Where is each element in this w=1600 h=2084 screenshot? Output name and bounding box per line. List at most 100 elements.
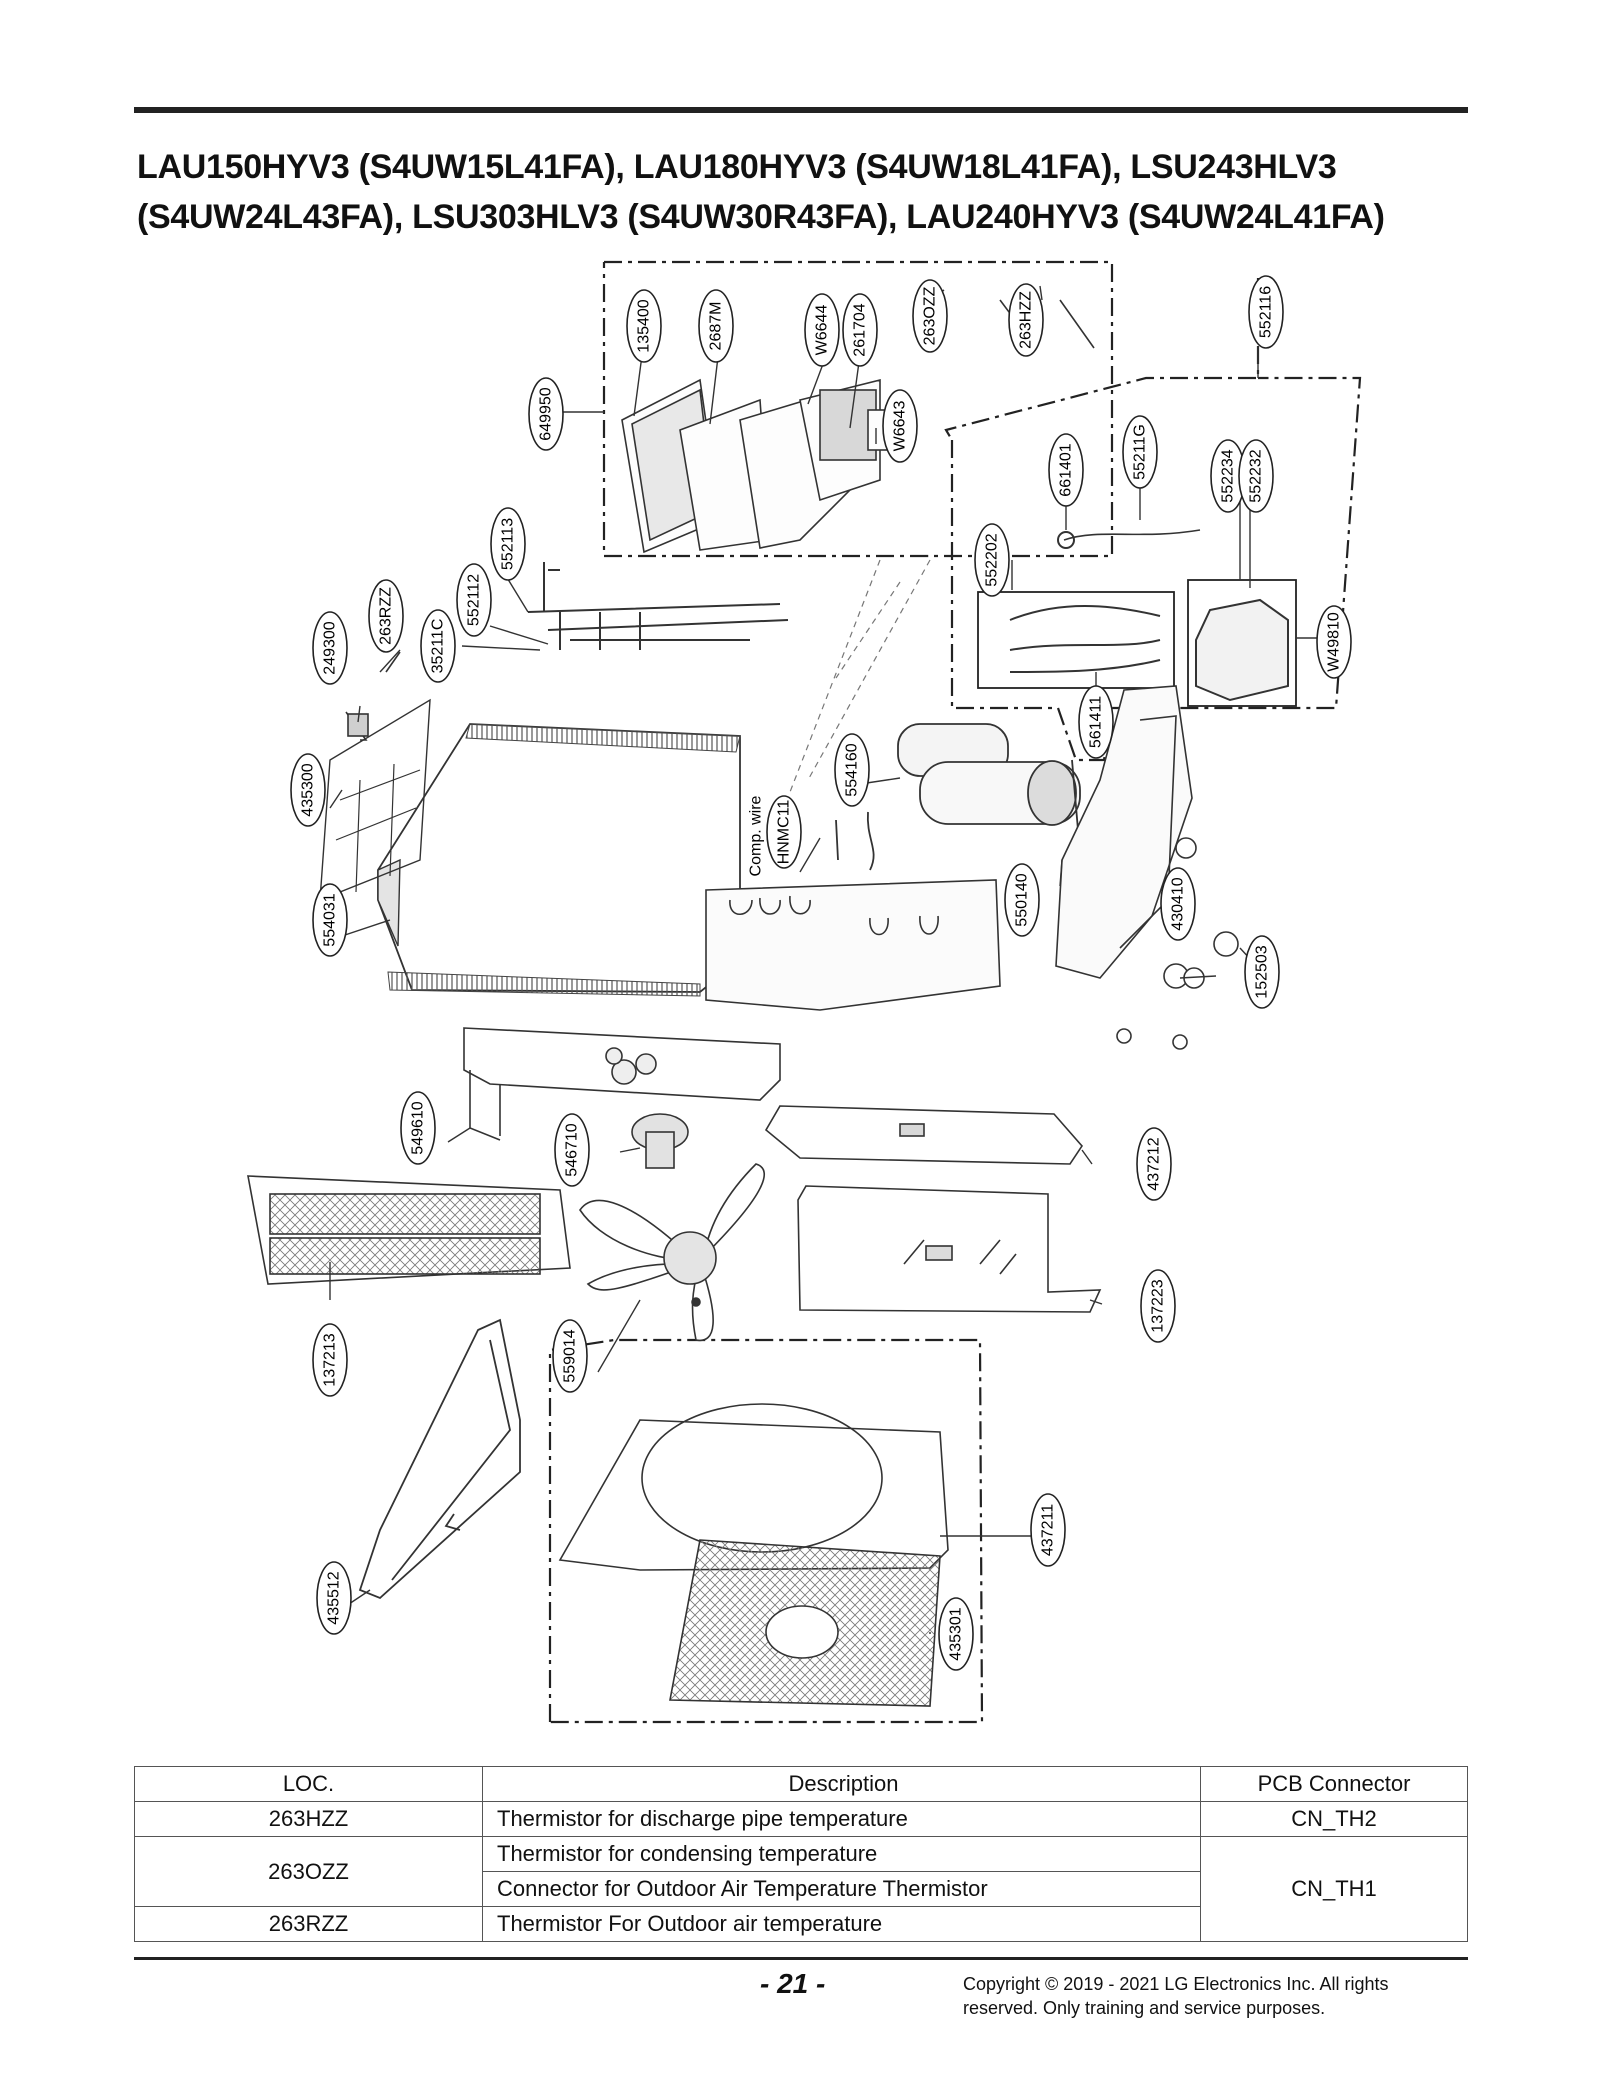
table-row: 263HZZ Thermistor for discharge pipe tem… [134,1801,1468,1837]
cell-description: Thermistor for discharge pipe temperatur… [482,1801,1201,1837]
svg-text:35211C: 35211C [430,619,447,674]
part-labels: 135400 2687M W6644 261704 263OZZ 263HZZ … [290,275,1352,1671]
leader-dashes [789,559,931,793]
label-552112: 552112 [456,563,492,637]
label-554160: 554160 [834,733,870,807]
title-line-1: LAU150HYV3 (S4UW15L41FA), LAU180HYV3 (S4… [137,148,1337,186]
sub-boxes [977,579,1297,707]
table-row: Connector for Outdoor Air Temperature Th… [135,1871,1468,1907]
svg-text:263OZZ: 263OZZ [922,286,939,345]
label-35211C: 35211C [420,609,456,683]
cell-loc: 263OZZ [134,1836,483,1907]
svg-text:135400: 135400 [636,299,653,352]
svg-text:561411: 561411 [1088,696,1105,748]
dash-boundaries [548,260,1362,1724]
svg-text:430410: 430410 [1170,877,1187,930]
label-554031: 554031 [312,883,348,957]
svg-text:263HZZ: 263HZZ [1018,291,1035,349]
svg-text:Comp. wire: Comp. wire [748,795,765,876]
svg-text:437211: 437211 [1040,1504,1057,1556]
svg-text:549610: 549610 [410,1101,427,1154]
cell-description: Thermistor for condensing temperature [482,1836,1201,1872]
label-552234: 552234 [1210,439,1246,513]
cell-loc: 263HZZ [134,1801,483,1837]
label-552116: 552116 [1248,275,1284,349]
bottom-rule [134,1957,1468,1960]
side-panel-board [1055,685,1239,1050]
svg-text:435512: 435512 [326,1571,343,1624]
label-152503: 152503 [1244,935,1280,1009]
svg-text:554160: 554160 [844,743,861,796]
side-door-panel [358,1318,521,1600]
control-box-parts [621,289,1095,554]
svg-text:552112: 552112 [466,574,483,626]
label-552202: 552202 [974,523,1010,597]
svg-text:552202: 552202 [984,533,1001,586]
copyright-line-1: Copyright © 2019 - 2021 LG Electronics I… [963,1974,1389,1994]
svg-text:559014: 559014 [562,1329,579,1382]
label-W6643: W6643 [882,389,918,463]
thermistor-connector-table: LOC. Description PCB Connector 263HZZ Th… [134,1766,1468,1942]
label-546710: 546710 [554,1113,590,1187]
cell-description: Connector for Outdoor Air Temperature Th… [482,1871,1201,1907]
label-HNMC11: HNMC11 [766,795,802,869]
label-552113: 552113 [490,507,526,581]
label-559014: 559014 [552,1319,588,1393]
header-description: Description [482,1766,1201,1802]
svg-text:2687M: 2687M [708,302,725,351]
propeller-fan [579,1163,765,1342]
svg-text:435301: 435301 [948,1607,965,1660]
label-W49810: W49810 [1316,605,1352,679]
svg-text:W6643: W6643 [892,401,909,452]
compressor-assembly [835,723,1081,871]
cell-pcb: CN_TH2 [1200,1801,1468,1837]
label-437211: 437211 [1030,1493,1066,1567]
table-row: 263RZZ Thermistor For Outdoor air temper… [134,1906,1468,1942]
title-line-2: (S4UW24L43FA), LSU303HLV3 (S4UW30R43FA),… [137,198,1385,236]
svg-text:546710: 546710 [564,1123,581,1176]
svg-text:552234: 552234 [1220,449,1237,502]
label-550140: 550140 [1004,863,1040,937]
cell-loc: 263RZZ [134,1906,483,1942]
table-header-row: LOC. Description PCB Connector [134,1766,1468,1802]
svg-text:W6644: W6644 [814,305,831,356]
svg-text:152503: 152503 [1254,945,1271,998]
condenser-coil [319,698,741,997]
svg-text:552116: 552116 [1258,286,1275,338]
piping-parts [527,529,1289,702]
svg-text:W49810: W49810 [1326,612,1343,672]
page-number: - 21 - [760,1968,826,1999]
exploded-view-diagram: 135400 2687M W6644 261704 263OZZ 263HZZ … [247,260,1362,1724]
copyright-line-2: reserved. Only training and service purp… [963,1998,1326,2018]
label-55211G: 55211G [1122,415,1158,489]
header-pcb-connector: PCB Connector [1200,1766,1468,1802]
label-263HZZ: 263HZZ [1008,283,1044,357]
motor-bracket [463,1027,781,1169]
leader-lines [329,285,1318,1634]
label-435512: 435512 [316,1561,352,1635]
svg-text:137213: 137213 [322,1333,339,1386]
top-rule [134,107,1468,113]
svg-text:552113: 552113 [500,518,517,570]
rear-grille [247,1175,571,1285]
label-137213: 137213 [312,1323,348,1397]
svg-text:263RZZ: 263RZZ [378,587,395,645]
label-2687M: 2687M [698,289,734,363]
label-649950: 649950 [528,377,564,451]
svg-text:649950: 649950 [538,387,555,440]
label-549610: 549610 [400,1091,436,1165]
label-135400: 135400 [626,289,662,363]
table-row: 263OZZ Thermistor for condensing tempera… [134,1836,1468,1942]
svg-text:55211G: 55211G [1132,424,1149,480]
fan-guard [558,1403,949,1707]
page-title: LAU150HYV3 (S4UW15L41FA), LAU180HYV3 (S4… [137,142,1467,242]
label-comp-wire: Comp. wire [748,795,765,876]
svg-text:550140: 550140 [1014,873,1031,926]
svg-text:554031: 554031 [322,893,339,946]
thermistor-parts [345,651,401,741]
label-435300: 435300 [290,753,326,827]
svg-text:HNMC11: HNMC11 [776,800,793,865]
label-W6644: W6644 [804,293,840,367]
svg-text:437212: 437212 [1146,1137,1163,1190]
svg-text:249300: 249300 [322,621,339,674]
